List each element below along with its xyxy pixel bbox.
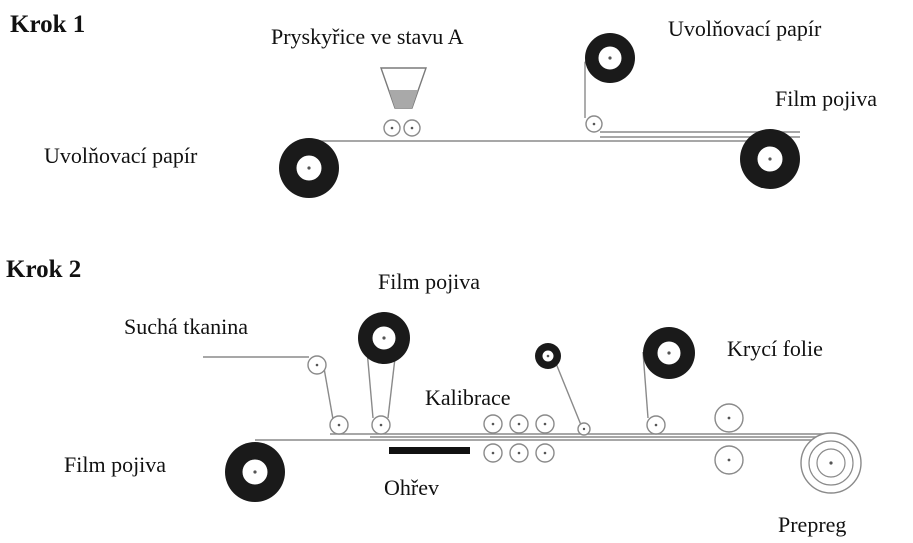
- binder-film-supply-roll: [358, 312, 410, 364]
- calibration-rolls: [483, 414, 555, 463]
- release-paper-bottom-label: Uvolňovací papír: [44, 143, 198, 168]
- dry-fabric-label: Suchá tkanina: [124, 314, 248, 339]
- dry-fabric-guide-rolls: [307, 355, 391, 435]
- release-paper-supply-roll: [585, 33, 635, 83]
- heater-bar: [389, 447, 470, 454]
- step1-web: [308, 49, 800, 142]
- release-paper-top-label: Uvolňovací papír: [668, 16, 822, 41]
- resin-label: Pryskyřice ve stavu A: [271, 24, 464, 49]
- step2-title: Krok 2: [6, 256, 81, 283]
- step1-guide-roll: [585, 115, 603, 133]
- nip-rolls: [714, 403, 744, 475]
- heating-label: Ohřev: [384, 475, 439, 500]
- prepreg-windup-roll: [800, 432, 862, 494]
- release-paper-takeup-roll: [535, 343, 561, 369]
- binder-film-left-label: Film pojiva: [64, 452, 166, 477]
- resin-hopper: [380, 67, 427, 109]
- metering-roll-pair: [383, 119, 421, 137]
- binder-film-windup-roll: [740, 129, 800, 189]
- step1-title: Krok 1: [10, 11, 85, 38]
- binder-film-top-label: Film pojiva: [378, 269, 480, 294]
- release-paper-unwind-roll: [279, 138, 339, 198]
- cover-foil-roll: [643, 327, 695, 379]
- binder-film-unwind-roll: [225, 442, 285, 502]
- calibration-guide-roll: [577, 422, 591, 436]
- calibration-label: Kalibrace: [425, 385, 511, 410]
- prepreg-label: Prepreg: [778, 512, 846, 537]
- cover-foil-guide-roll: [646, 415, 666, 435]
- binder-film-label-step1: Film pojiva: [775, 86, 877, 111]
- cover-foil-label: Krycí folie: [727, 336, 823, 361]
